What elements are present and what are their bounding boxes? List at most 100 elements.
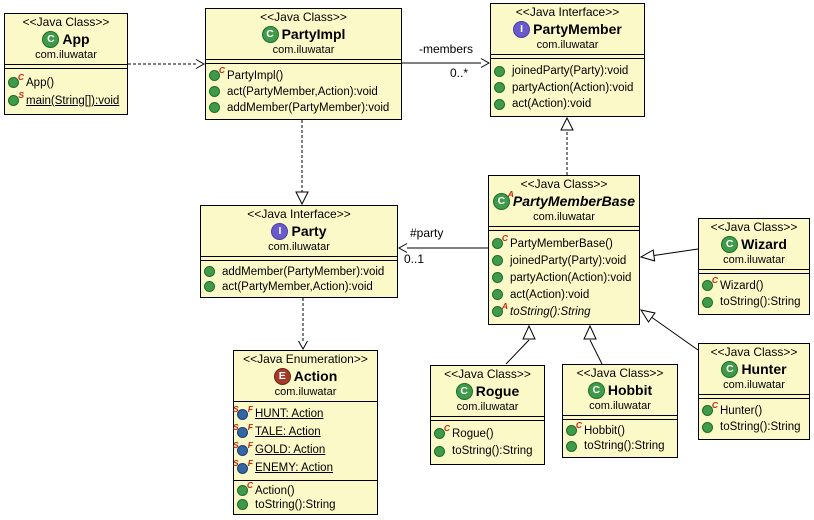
fields-compartment [489, 227, 639, 232]
class-name: PartyMemberBase [512, 193, 636, 210]
edge-party-uses-action [298, 298, 308, 351]
interface-icon: I [513, 20, 531, 38]
public-method-icon [209, 102, 220, 114]
fields-compartment [201, 257, 397, 262]
multiplicity-members: 0..* [450, 66, 469, 80]
constructor-icon: C [492, 234, 508, 250]
package-label: com.iluwatar [723, 378, 785, 391]
class-name: Action [293, 368, 338, 385]
methods-compartment: addMember(PartyMember):void act(PartyMem… [201, 261, 397, 297]
public-method-icon [204, 281, 215, 293]
stereotype-label: <<Java Class>> [520, 177, 608, 191]
class-name: Rogue [475, 383, 520, 400]
static-method-icon: S [8, 91, 24, 107]
package-label: com.iluwatar [533, 210, 595, 223]
stereotype-label: <<Java Class>> [710, 220, 798, 234]
class-icon: C [721, 360, 739, 378]
fields-compartment [491, 55, 644, 60]
edge-hobbit-extends-partymemberbase [583, 324, 603, 365]
class-icon: C [261, 25, 279, 43]
method-row[interactable]: toString():String [431, 445, 544, 457]
interface-icon: I [271, 222, 289, 240]
edge-hunter-extends-partymemberbase [639, 309, 699, 351]
edge-partymemberbase-implements-partymember [560, 116, 574, 175]
method-row[interactable]: partyAction(Action):void [491, 82, 644, 94]
fields-compartment [5, 65, 127, 70]
package-label: com.iluwatar [723, 253, 785, 266]
constructor-icon: C [566, 421, 582, 437]
stereotype-label: <<Java Class>> [444, 367, 531, 381]
public-method-icon [209, 86, 220, 98]
class-icon: C [42, 30, 60, 48]
edge-app-uses-partyimpl [128, 59, 206, 69]
method-row[interactable]: act(Action):void [489, 289, 639, 301]
package-label: com.iluwatar [456, 400, 519, 413]
method-row[interactable]: joinedParty(Party):void [489, 255, 639, 267]
public-method-icon [494, 82, 505, 94]
package-label: com.iluwatar [272, 43, 335, 56]
method-row[interactable]: act(Action):void [491, 98, 644, 110]
constructor-icon: C [702, 276, 718, 292]
package-label: com.iluwatar [536, 38, 599, 51]
method-row[interactable]: addMember(PartyMember):void [201, 266, 397, 278]
method-row[interactable]: addMember(PartyMember):void [206, 102, 401, 114]
public-method-icon [434, 445, 445, 457]
class-icon: C [587, 381, 605, 399]
class-name: Party [291, 223, 327, 240]
class-name: App [62, 31, 90, 48]
method-row[interactable]: toString():String [699, 421, 809, 433]
method-row[interactable]: joinedParty(Party):void [491, 65, 644, 77]
public-method-icon [492, 255, 503, 267]
method-row[interactable]: act(PartyMember,Action):void [206, 86, 401, 98]
stereotype-label: <<Java Interface>> [515, 5, 620, 19]
method-row[interactable]: toString():String [699, 296, 809, 308]
stereotype-label: <<Java Class>> [22, 15, 110, 29]
method-row[interactable]: partyAction(Action):void [489, 272, 639, 284]
method-row[interactable]: toString():String [234, 499, 377, 511]
public-method-icon [237, 499, 248, 511]
stereotype-label: <<Java Class>> [260, 10, 347, 24]
methods-compartment: joinedParty(Party):void partyAction(Acti… [491, 59, 644, 116]
constructor-icon: C [434, 424, 450, 440]
method-row[interactable]: act(PartyMember,Action):void [201, 281, 397, 293]
fields-compartment [431, 417, 544, 422]
edge-partyimpl-implements-party [295, 120, 309, 206]
fields-compartment [699, 270, 809, 275]
method-row[interactable]: toString():String [563, 440, 677, 452]
